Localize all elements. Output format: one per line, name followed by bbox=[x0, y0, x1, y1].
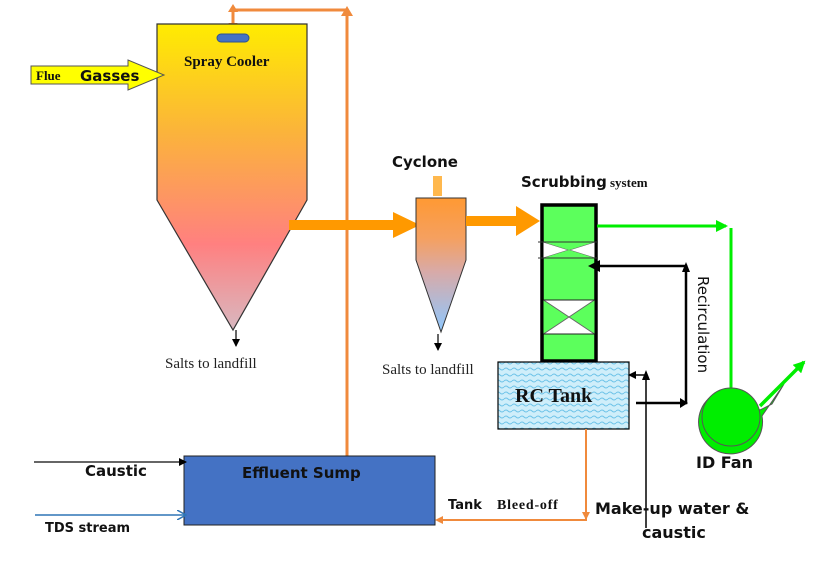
tank-bleed-label-part1: Tank bbox=[448, 498, 482, 513]
cyclone-vessel bbox=[415, 197, 467, 334]
scrubber-tower bbox=[538, 203, 598, 363]
cyclone-outlet-pipe bbox=[433, 176, 442, 196]
spray-cooler-label: Spray Cooler bbox=[184, 54, 270, 70]
spray-water-return-line bbox=[228, 4, 353, 458]
rc-tank bbox=[497, 361, 630, 430]
salts-to-landfill-label-1: Salts to landfill bbox=[165, 356, 257, 372]
gas-duct-cooler-to-cyclone bbox=[289, 212, 420, 238]
packing-bed-upper bbox=[538, 241, 598, 259]
gas-duct-cyclone-to-scrubber bbox=[466, 206, 540, 236]
makeup-water-line bbox=[628, 370, 650, 528]
flue-gasses-label-part1: Flue bbox=[36, 68, 61, 83]
rc-tank-label: RC Tank bbox=[515, 385, 593, 407]
scrubbing-label-part1: Scrubbing bbox=[521, 173, 607, 191]
flue-gasses-label-part2: Gasses bbox=[80, 67, 139, 85]
recirculation-loop bbox=[588, 260, 690, 408]
cyclone-label: Cyclone bbox=[392, 153, 458, 171]
id-fan bbox=[698, 360, 806, 455]
tds-stream-label: TDS stream bbox=[45, 521, 130, 536]
makeup-water-label-line2: caustic bbox=[642, 523, 706, 542]
recirculation-label: Recirculation bbox=[694, 276, 712, 373]
scrubbing-label-part2: system bbox=[610, 175, 648, 190]
tank-bleed-off-line bbox=[435, 429, 590, 524]
id-fan-label: ID Fan bbox=[696, 453, 753, 472]
packing-bed-lower bbox=[543, 299, 595, 335]
tank-bleed-label-part2: Bleed-off bbox=[497, 498, 559, 513]
salts-to-landfill-label-2: Salts to landfill bbox=[382, 362, 474, 378]
effluent-sump bbox=[183, 455, 436, 526]
clean-gas-line bbox=[597, 220, 733, 390]
effluent-sump-label: Effluent Sump bbox=[242, 464, 361, 482]
spray-cooler-vessel bbox=[156, 23, 308, 332]
spray-nozzle-icon bbox=[216, 33, 250, 43]
caustic-label: Caustic bbox=[85, 462, 147, 480]
makeup-water-label-line1: Make-up water & bbox=[595, 499, 749, 518]
flue-gasses-inlet-arrow bbox=[30, 59, 166, 91]
